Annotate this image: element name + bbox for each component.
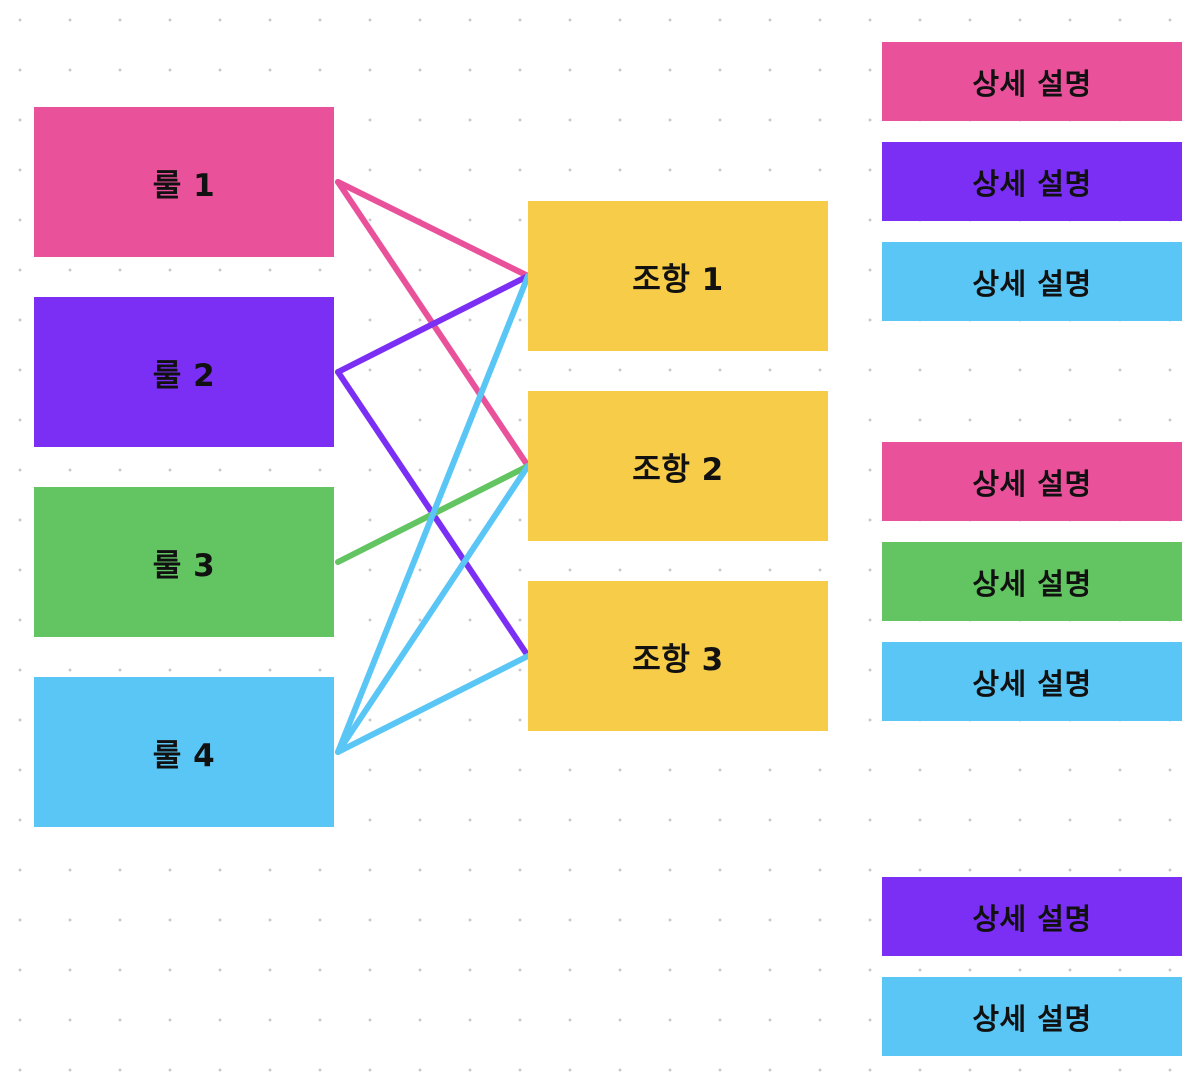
detail-node-2[interactable]: 상세 설명 bbox=[882, 142, 1182, 221]
clause-node-2[interactable]: 조항 2 bbox=[528, 391, 828, 541]
clause-node-3[interactable]: 조항 3 bbox=[528, 581, 828, 731]
rule-node-4[interactable]: 룰 4 bbox=[34, 677, 334, 827]
connector-group bbox=[335, 179, 531, 755]
detail-node-6[interactable]: 상세 설명 bbox=[882, 642, 1182, 721]
detail-node-5[interactable]: 상세 설명 bbox=[882, 542, 1182, 621]
detail-node-7[interactable]: 상세 설명 bbox=[882, 877, 1182, 956]
detail-node-1[interactable]: 상세 설명 bbox=[882, 42, 1182, 121]
connector-rule1-clause1 bbox=[335, 179, 531, 279]
rule-node-2[interactable]: 룰 2 bbox=[34, 297, 334, 447]
detail-node-3[interactable]: 상세 설명 bbox=[882, 242, 1182, 321]
connector-rule2-clause1 bbox=[335, 273, 531, 375]
rule-node-3[interactable]: 룰 3 bbox=[34, 487, 334, 637]
connector-rule4-clause2 bbox=[335, 463, 531, 755]
rule-node-1[interactable]: 룰 1 bbox=[34, 107, 334, 257]
connector-rule4-clause3 bbox=[335, 653, 531, 755]
clause-node-1[interactable]: 조항 1 bbox=[528, 201, 828, 351]
connector-rule4-clause1 bbox=[335, 273, 531, 755]
detail-node-8[interactable]: 상세 설명 bbox=[882, 977, 1182, 1056]
detail-node-4[interactable]: 상세 설명 bbox=[882, 442, 1182, 521]
